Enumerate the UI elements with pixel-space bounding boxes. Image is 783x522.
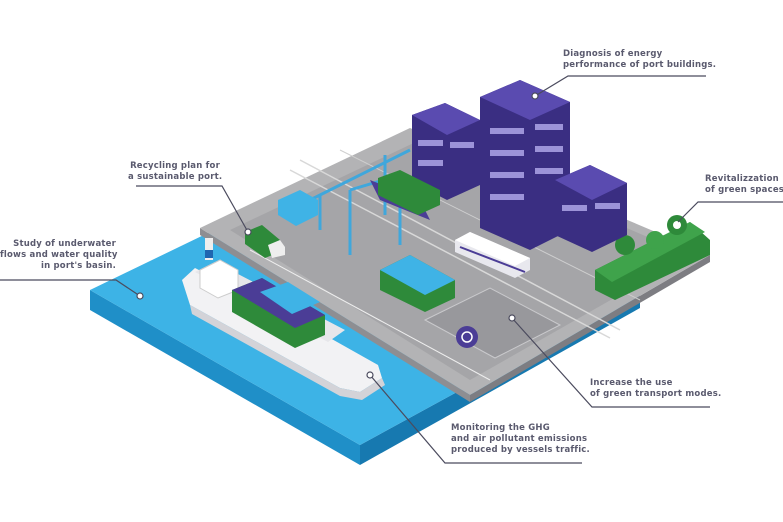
label-line: produced by vessels traffic.	[451, 445, 590, 455]
ship	[182, 238, 385, 400]
label-line: Revitalizzation	[705, 174, 779, 184]
green-space	[595, 215, 710, 300]
label-line: a sustainable port.	[128, 172, 223, 182]
green-transport-pad	[423, 287, 562, 359]
containers	[278, 170, 455, 312]
label-line: Recycling plan for	[130, 161, 220, 171]
label-line: of green transport modes.	[590, 389, 722, 399]
train	[455, 232, 530, 278]
port-buildings	[412, 80, 627, 252]
label-line: in port's basin.	[41, 261, 116, 271]
label-line: and air pollutant emissions	[451, 434, 588, 444]
label-green-transport: Increase the use of green transport mode…	[590, 378, 721, 400]
label-line: flows and water quality	[0, 250, 118, 260]
port-ground	[200, 128, 710, 402]
label-line: of green spaces.	[705, 185, 783, 195]
label-line: Monitoring the GHG	[451, 423, 550, 433]
label-emissions-monitoring: Monitoring the GHG and air pollutant emi…	[451, 423, 590, 456]
label-line: Diagnosis of energy	[563, 49, 663, 59]
label-green-spaces: Revitalizzation of green spaces.	[705, 174, 783, 196]
label-line: Study of underwater	[13, 239, 116, 249]
leader-lines	[0, 75, 783, 464]
label-recycling-plan: Recycling plan for a sustainable port.	[128, 161, 223, 183]
label-line: performance of port buildings.	[563, 60, 717, 70]
label-line: Increase the use	[590, 378, 673, 388]
recycling-truck	[245, 225, 285, 258]
label-water-study: Study of underwater flows and water qual…	[0, 239, 118, 272]
label-energy-diagnosis: Diagnosis of energy performance of port …	[563, 49, 716, 71]
marker-dots	[136, 92, 539, 379]
